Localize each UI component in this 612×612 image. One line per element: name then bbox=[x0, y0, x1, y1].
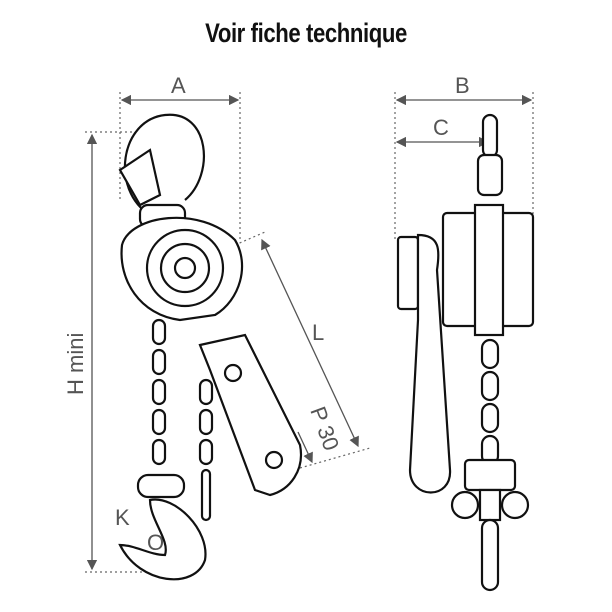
dimension-o-label: O bbox=[147, 530, 164, 555]
dimension-h-label: H mini bbox=[63, 333, 88, 395]
page-title: Voir fiche technique bbox=[205, 18, 407, 48]
dimension-l-label: L bbox=[312, 320, 324, 345]
dimension-a-label: A bbox=[171, 73, 186, 98]
dimension-b-label: B bbox=[455, 73, 470, 98]
hoist-front-view bbox=[396, 113, 535, 592]
hoist-side-view bbox=[118, 113, 303, 581]
dimension-c-label: C bbox=[433, 115, 449, 140]
dimension-k-label: K bbox=[115, 505, 130, 530]
dimension-lines bbox=[85, 92, 534, 573]
dimension-p-label: P 30 bbox=[305, 403, 344, 454]
